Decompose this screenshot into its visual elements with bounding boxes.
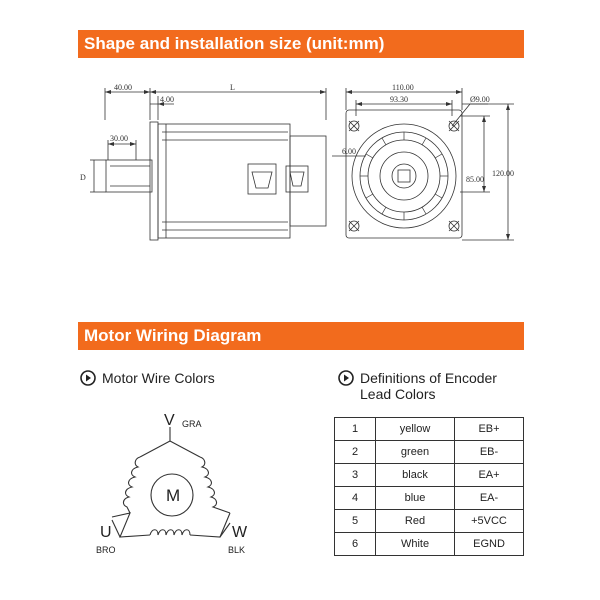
signal-name: +5VCC xyxy=(454,509,524,533)
u-wire-color: BRO xyxy=(96,545,116,555)
installation-size-banner: Shape and installation size (unit:mm) xyxy=(78,30,524,58)
dim-shaft-flange: 40.00 xyxy=(114,83,132,92)
lead-color: blue xyxy=(375,486,455,510)
u-terminal-label: U xyxy=(100,524,112,541)
dim-length: L xyxy=(230,83,235,92)
row-number: 4 xyxy=(334,486,376,510)
dim-width: 110.00 xyxy=(392,83,414,92)
lead-color: black xyxy=(375,463,455,487)
motor-wire-colors-heading: Motor Wire Colors xyxy=(80,370,215,386)
lead-color: White xyxy=(375,532,455,556)
circled-arrow-icon xyxy=(80,370,96,386)
wiring-diagram-title: Motor Wiring Diagram xyxy=(84,326,262,345)
signal-name: EA+ xyxy=(454,463,524,487)
row-number: 5 xyxy=(334,509,376,533)
v-terminal-label: V xyxy=(164,412,175,429)
encoder-title-line1: Definitions of Encoder xyxy=(360,370,497,386)
table-row: 2 green EB- xyxy=(334,440,524,464)
dim-bolt-spacing: 93.30 xyxy=(390,95,408,104)
table-row: 1 yellow EB+ xyxy=(334,417,524,441)
v-wire-color: GRA xyxy=(182,419,202,429)
table-row: 5 Red +5VCC xyxy=(334,509,524,533)
row-number: 3 xyxy=(334,463,376,487)
signal-name: EB- xyxy=(454,440,524,464)
dim-shaft-dia: D xyxy=(80,173,86,182)
row-number: 2 xyxy=(334,440,376,464)
dim-height-inner: 85.00 xyxy=(466,175,484,184)
lead-color: yellow xyxy=(375,417,455,441)
wiring-diagram-banner: Motor Wiring Diagram xyxy=(78,322,524,350)
row-number: 1 xyxy=(334,417,376,441)
side-view-drawing: 40.00 L 4.00 30.00 D xyxy=(80,83,327,241)
signal-name: EA- xyxy=(454,486,524,510)
dim-flange-thickness: 4.00 xyxy=(160,95,174,104)
lead-color: Red xyxy=(375,509,455,533)
front-view-drawing: 110.00 93.30 Ø9.00 6.00 85.00 120.00 xyxy=(332,83,514,241)
w-terminal-label: W xyxy=(232,524,248,541)
circled-arrow-icon xyxy=(338,370,354,386)
motor-label: M xyxy=(166,486,180,505)
w-wire-color: BLK xyxy=(228,545,245,555)
encoder-heading: Definitions of Encoder Lead Colors xyxy=(338,370,497,402)
signal-name: EB+ xyxy=(454,417,524,441)
dim-height-outer: 120.00 xyxy=(492,169,514,178)
installation-size-title: Shape and installation size (unit:mm) xyxy=(84,34,385,53)
lead-color: green xyxy=(375,440,455,464)
table-row: 4 blue EA- xyxy=(334,486,524,510)
table-row: 6 White EGND xyxy=(334,532,524,556)
motor-winding-diagram: V GRA M U BRO W BLK xyxy=(96,412,248,555)
signal-name: EGND xyxy=(454,532,524,556)
encoder-title-line2: Lead Colors xyxy=(360,386,436,402)
row-number: 6 xyxy=(334,532,376,556)
table-row: 3 black EA+ xyxy=(334,463,524,487)
dim-pilot: 6.00 xyxy=(342,147,356,156)
motor-wire-colors-title: Motor Wire Colors xyxy=(102,370,215,386)
encoder-table: 1 yellow EB+ 2 green EB- 3 black EA+ 4 b… xyxy=(334,417,524,556)
dim-hole-dia: Ø9.00 xyxy=(470,95,490,104)
dim-key-length: 30.00 xyxy=(110,134,128,143)
